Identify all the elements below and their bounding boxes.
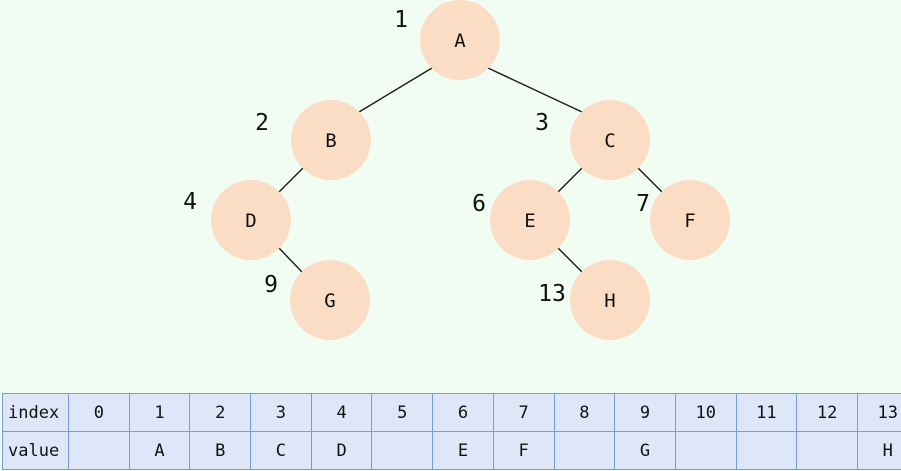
tree-node-label-g: G xyxy=(324,290,335,312)
tree-node-index-labels-group: 1 2 3 4 6 7 9 13 xyxy=(183,7,650,307)
tree-node-label-d: D xyxy=(245,210,256,232)
tree-edges-group xyxy=(278,67,663,273)
tree-edge-c-f xyxy=(637,167,663,193)
tree-edge-d-g xyxy=(278,247,303,273)
tree-node-circle-b xyxy=(291,100,371,180)
row-header-index: index xyxy=(2,393,69,432)
tree-node-index-d: 4 xyxy=(183,189,197,215)
tree-node-index-h: 13 xyxy=(538,281,566,307)
tree-node-circle-g xyxy=(290,260,370,340)
tree-node-f[interactable]: F xyxy=(650,180,730,260)
array-value-cell-6: E xyxy=(432,431,494,470)
tree-node-index-e: 6 xyxy=(472,191,486,217)
tree-edge-b-d xyxy=(278,167,304,193)
tree-edge-c-e xyxy=(557,167,583,193)
array-index-cell-10: 10 xyxy=(674,393,737,432)
tree-node-label-e: E xyxy=(524,210,535,232)
tree-node-c[interactable]: C xyxy=(570,100,650,180)
array-index-cell-2: 2 xyxy=(189,393,252,432)
array-value-cell-7: F xyxy=(492,431,555,470)
array-value-cell-10 xyxy=(674,431,737,470)
array-value-cell-11 xyxy=(735,431,798,470)
tree-node-circle-h xyxy=(570,260,650,340)
array-index-cell-11: 11 xyxy=(735,393,798,432)
array-index-cell-13: 13 xyxy=(856,393,901,432)
tree-node-g[interactable]: G xyxy=(290,260,370,340)
array-value-cell-2: B xyxy=(189,431,252,470)
tree-node-circle-e xyxy=(490,180,570,260)
tree-node-circle-f xyxy=(650,180,730,260)
array-index-cell-4: 4 xyxy=(310,393,373,432)
tree-node-d[interactable]: D xyxy=(211,180,291,260)
tree-nodes-group: A B C D E F G H xyxy=(211,0,730,340)
tree-node-label-c: C xyxy=(604,130,615,152)
tree-edge-a-c xyxy=(487,67,583,113)
array-index-cell-3: 3 xyxy=(250,393,312,432)
tree-node-h[interactable]: H xyxy=(570,260,650,340)
tree-node-index-f: 7 xyxy=(636,191,650,217)
tree-node-label-b: B xyxy=(325,130,336,152)
tree-node-index-g: 9 xyxy=(264,272,278,298)
array-index-cell-7: 7 xyxy=(492,393,555,432)
tree-node-label-a: A xyxy=(454,30,466,52)
array-value-cell-8 xyxy=(553,431,616,470)
array-value-cell-12 xyxy=(796,431,858,470)
tree-node-e[interactable]: E xyxy=(490,180,570,260)
array-value-cell-0 xyxy=(68,431,130,470)
array-index-cell-0: 0 xyxy=(68,393,130,432)
array-value-cell-3: C xyxy=(250,431,312,470)
tree-node-circle-a xyxy=(420,0,500,80)
array-index-cell-12: 12 xyxy=(796,393,858,432)
array-value-cell-4: D xyxy=(310,431,373,470)
array-value-cell-9: G xyxy=(614,431,676,470)
tree-node-circle-c xyxy=(570,100,650,180)
array-index-cell-9: 9 xyxy=(614,393,676,432)
array-value-cell-5 xyxy=(371,431,434,470)
array-index-cell-1: 1 xyxy=(128,393,191,432)
tree-node-index-a: 1 xyxy=(394,7,408,33)
tree-node-circle-d xyxy=(211,180,291,260)
row-header-value: value xyxy=(2,431,69,470)
array-value-cell-1: A xyxy=(128,431,191,470)
tree-node-a[interactable]: A xyxy=(420,0,500,80)
array-value-cell-13: H xyxy=(856,431,901,470)
tree-node-label-f: F xyxy=(684,210,695,232)
array-index-cell-6: 6 xyxy=(432,393,494,432)
binary-tree-graphic: A B C D E F G H 1 2 3 4 6 7 9 13 xyxy=(183,0,730,340)
tree-node-index-c: 3 xyxy=(535,110,549,136)
tree-edge-e-h xyxy=(557,247,583,273)
array-index-cell-8: 8 xyxy=(553,393,616,432)
array-index-cell-5: 5 xyxy=(371,393,434,432)
tree-node-b[interactable]: B xyxy=(291,100,371,180)
tree-edge-a-b xyxy=(358,67,433,113)
tree-node-label-h: H xyxy=(604,290,615,312)
tree-node-index-b: 2 xyxy=(255,110,269,136)
